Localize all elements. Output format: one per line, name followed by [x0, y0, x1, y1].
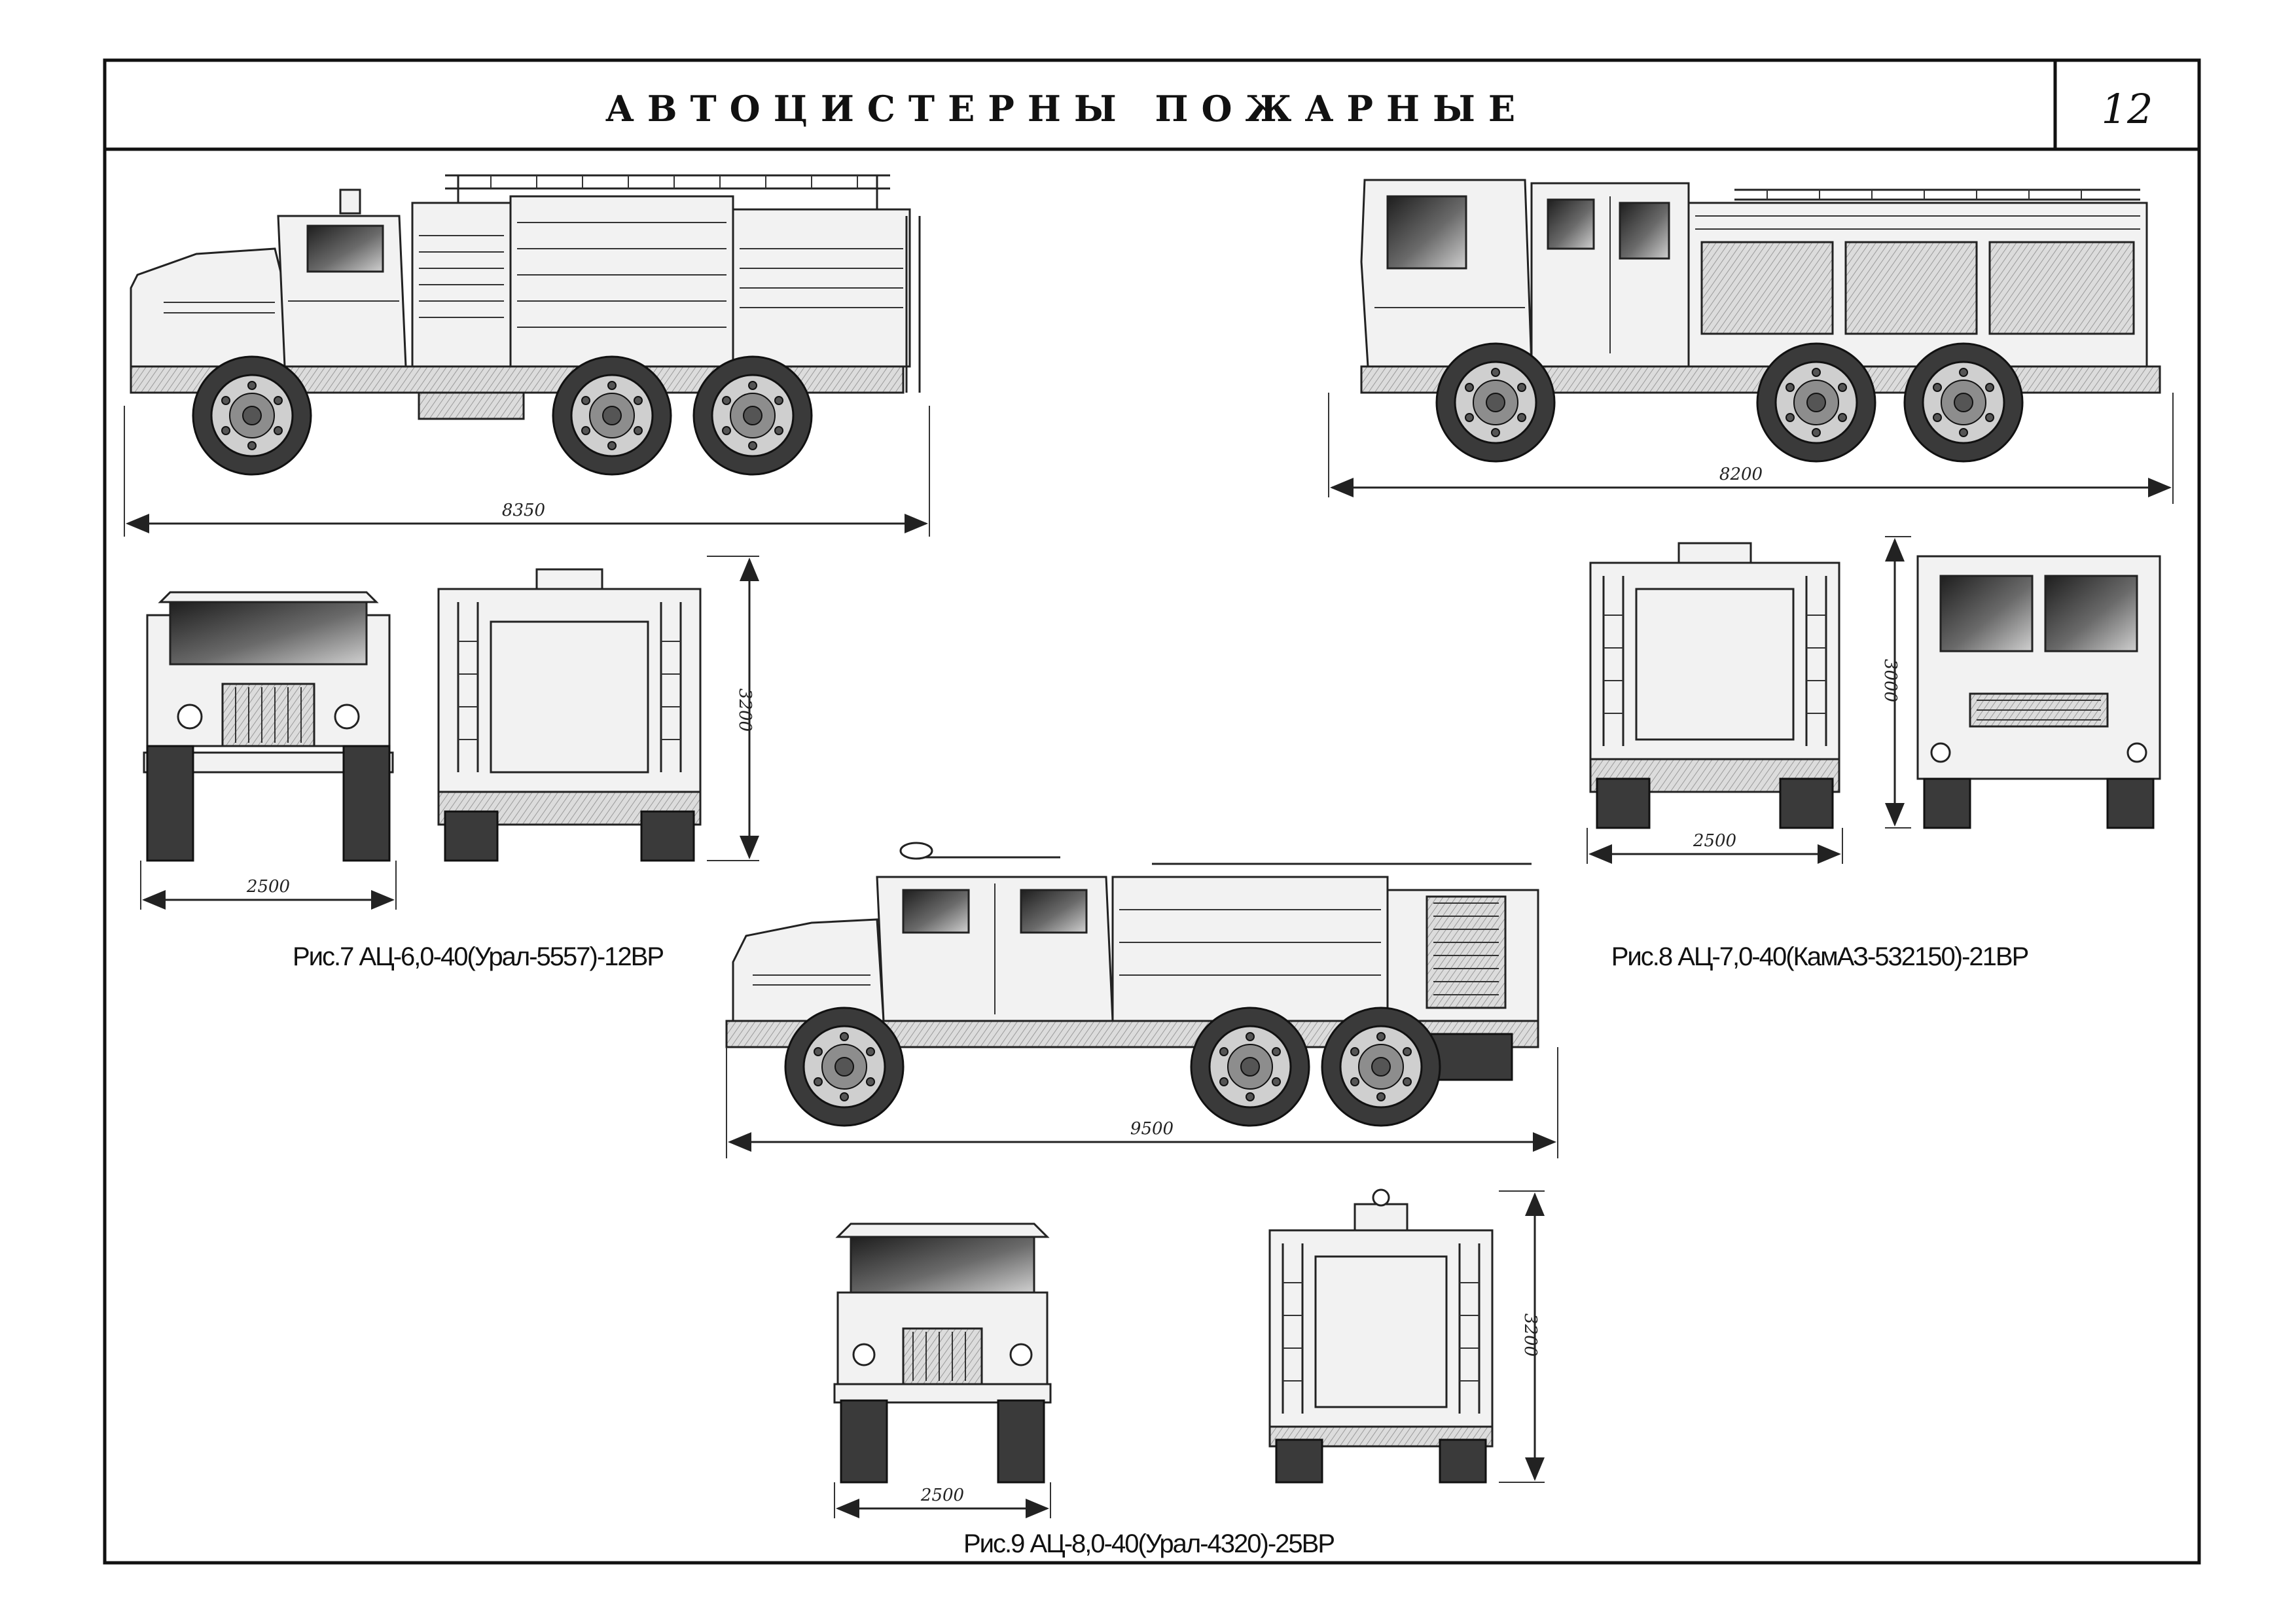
outer-frame	[103, 58, 2201, 1565]
fig7-side-view: 8350	[124, 174, 930, 537]
fig7-rear-view: 3200	[437, 556, 759, 862]
fig8-width-label: 2500	[1693, 831, 1736, 851]
fig7-caption: Рис.7 АЦ-6,0-40(Урал-5557)-12ВР	[293, 942, 663, 971]
fig9-height-label: 3200	[1520, 1313, 1540, 1357]
fig9-caption: Рис.9 АЦ-8,0-40(Урал-4320)-25ВР	[963, 1529, 1334, 1558]
fig7-front-view: 2500	[140, 591, 397, 910]
fig8-length-label: 8200	[1719, 465, 1763, 484]
page-title: АВТОЦИСТЕРНЫ ПОЖАРНЫЕ	[605, 88, 1528, 130]
fig9-rear-view: 3200	[1268, 1188, 1545, 1484]
fig9-side-view: 9500	[725, 842, 1558, 1158]
fig7-width-label: 2500	[246, 877, 290, 897]
fig8-height-label: 3000	[1880, 659, 1900, 702]
fig8-caption: Рис.8 АЦ-7,0-40(КамАЗ-532150)-21ВР	[1611, 942, 2028, 971]
page-number: 12	[2102, 85, 2153, 133]
fig8-side-view: 8200	[1328, 179, 2174, 504]
fig7-height-label: 3200	[735, 688, 755, 732]
fig9-front-view: 2500	[833, 1222, 1052, 1518]
fig9-length-label: 9500	[1130, 1119, 1174, 1139]
fig9-width-label: 2500	[920, 1486, 964, 1505]
fig8-rear-view: 2500	[1587, 542, 1843, 864]
fig7-length-label: 8350	[502, 501, 545, 520]
fig8-front-view: 3000	[1880, 536, 2161, 829]
